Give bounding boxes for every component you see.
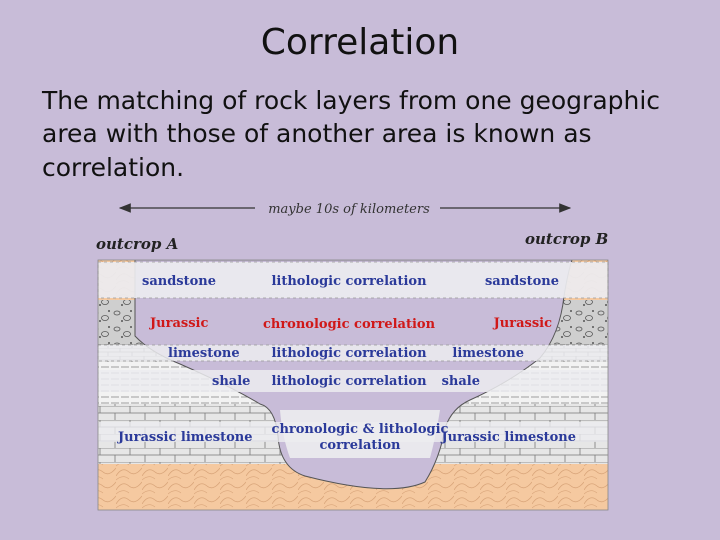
label-jurassic-limestone-right: Jurassic limestone	[440, 430, 576, 445]
label-shale-left: shale	[212, 374, 250, 389]
scale-label: maybe 10s of kilometers	[268, 202, 430, 217]
outcrop-b-label: outcrop B	[525, 230, 608, 248]
label-sandstone-left: sandstone	[142, 274, 216, 289]
band-shale	[98, 370, 608, 392]
label-limestone-left: limestone	[168, 346, 240, 361]
label-jurassic-right: Jurassic	[493, 316, 552, 331]
slide-title: Correlation	[260, 22, 460, 63]
label-jurassic-limestone-center-2: correlation	[320, 438, 402, 453]
label-shale-right: shale	[442, 374, 480, 389]
band-sandstone	[98, 262, 608, 298]
label-limestone-center: lithologic correlation	[271, 346, 427, 361]
label-sandstone-center: lithologic correlation	[271, 274, 427, 289]
outcrop-a-label: outcrop A	[96, 235, 178, 253]
label-jurassic-limestone-center-1: chronologic & lithologic	[272, 422, 449, 437]
correlation-diagram: maybe 10s of kilometers outcrop A outcro…	[96, 202, 609, 511]
label-jurassic-left: Jurassic	[149, 316, 208, 331]
rock-layers	[98, 260, 608, 510]
band-valley-center	[280, 410, 440, 458]
label-sandstone-right: sandstone	[485, 274, 559, 289]
band-limestone	[98, 345, 608, 361]
label-shale-center: lithologic correlation	[271, 374, 427, 389]
block-outline	[97, 259, 609, 511]
label-jurassic-center: chronologic correlation	[263, 317, 436, 332]
label-jurassic-limestone-left: Jurassic limestone	[117, 430, 253, 445]
label-limestone-right: limestone	[452, 346, 524, 361]
slide-body-text: The matching of rock layers from one geo…	[42, 86, 661, 182]
